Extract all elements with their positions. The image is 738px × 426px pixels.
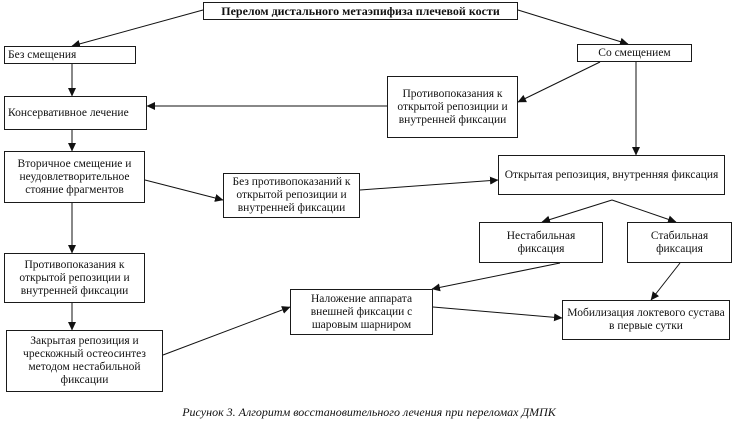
arrow-root-to-no-displacement (71, 9, 204, 48)
arrow-external-fixation-to-mobilization (432, 306, 563, 322)
stable-fixation-node: Стабильная фиксация (627, 222, 732, 263)
arrow-open-reposition-to-stable (611, 199, 677, 224)
no-contraindications-node: Без противопоказаний к открытой репозици… (223, 173, 360, 218)
open-reposition-node: Открытая репозиция, внутренняя фиксация (498, 155, 725, 195)
external-fixation-node: Наложение аппарата внешней фиксации с ша… (290, 289, 433, 335)
closed-reposition-node: Закрытая репозиция и чрескожный остеосин… (6, 330, 163, 392)
no-displacement-node: Без смещения (4, 46, 136, 64)
secondary-displacement-node: Вторичное смещение и неудовлетворительно… (4, 151, 145, 203)
unstable-fixation-node: Нестабильная фиксация (479, 222, 603, 263)
conservative-treatment-node: Консервативное лечение (4, 96, 147, 130)
arrow-no-contraindications-to-open-reposition (359, 176, 499, 191)
arrow-stable-to-mobilization (650, 262, 681, 301)
mobilization-node: Мобилизация локтевого сустава в первые с… (562, 300, 730, 340)
root-node: Перелом дистального метаэпифиза плечевой… (203, 2, 518, 20)
with-displacement-node: Со смещением (577, 44, 692, 62)
figure-caption: Рисунок 3. Алгоритм восстановительного л… (182, 405, 556, 419)
arrow-with-displacement-to-contraindications (517, 61, 601, 103)
arrow-root-to-with-displacement (517, 9, 629, 46)
contraindications-left-node: Противопоказания к открытой репозиции и … (4, 253, 145, 303)
arrow-secondary-to-no-contraindications (144, 179, 224, 202)
arrow-open-reposition-to-unstable (541, 199, 613, 224)
contraindications-top-node: Противопоказания к открытой репозиции и … (387, 76, 518, 138)
arrow-closed-to-external-fixation (162, 306, 291, 356)
arrow-unstable-to-external-fixation (431, 262, 561, 292)
